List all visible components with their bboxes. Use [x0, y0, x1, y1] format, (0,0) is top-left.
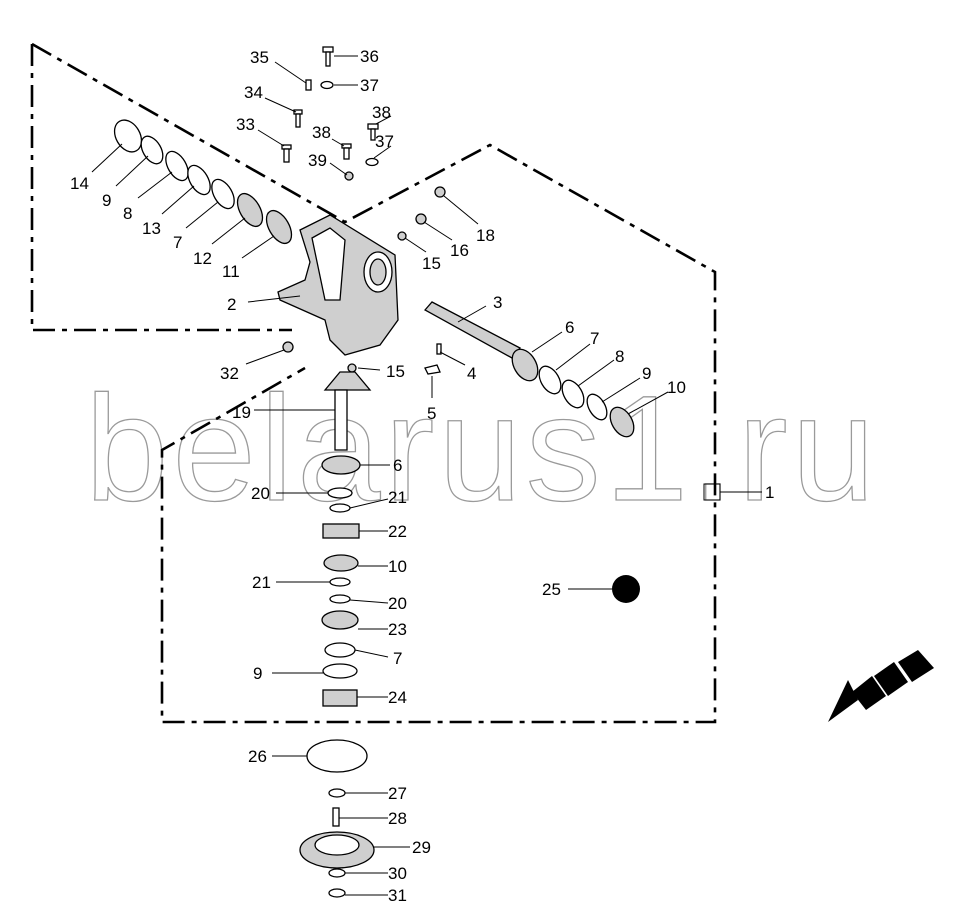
callout-c29: 29 [412, 838, 431, 857]
callout-c33: 33 [236, 115, 255, 134]
leader-line-c13 [161, 185, 195, 215]
leader-line-c34 [264, 97, 297, 113]
callout-c10a: 10 [667, 378, 686, 397]
callout-c10b: 10 [388, 557, 407, 576]
callout-c39: 39 [308, 151, 327, 170]
leader-line-c7a [185, 201, 219, 229]
callout-c21a: 21 [388, 488, 407, 507]
callout-c7a: 7 [173, 233, 182, 252]
callout-c9b: 9 [642, 364, 651, 383]
callout-c20a: 20 [251, 484, 270, 503]
gearbox-housing [277, 214, 399, 356]
leader-line-c35 [274, 61, 307, 84]
leader-line-c6a [531, 331, 563, 353]
leader-line-c4 [439, 351, 466, 366]
leader-line-c9a [115, 155, 149, 187]
leader-line-c37b [373, 145, 392, 159]
seal-part-25 [612, 575, 640, 603]
leader-lines [91, 55, 762, 896]
callout-c13: 13 [142, 219, 161, 238]
callout-c14: 14 [70, 174, 89, 193]
direction-arrow-icon [828, 650, 934, 722]
callout-c32: 32 [220, 364, 239, 383]
callout-c1: 1 [765, 483, 774, 502]
assembly-boundary-housing [30, 44, 292, 332]
callout-c35: 35 [250, 48, 269, 67]
leader-line-c7b [555, 343, 591, 371]
callout-c7b: 7 [590, 329, 599, 348]
callout-c26: 26 [248, 747, 267, 766]
watermark: belarus1.ru [85, 364, 875, 532]
callout-c5: 5 [427, 404, 436, 423]
leader-line-c2 [247, 295, 301, 303]
callout-c25: 25 [542, 580, 561, 599]
leader-line-c11 [241, 235, 275, 259]
callout-c4: 4 [467, 364, 476, 383]
parts-fasteners [281, 46, 446, 373]
callout-c22: 22 [388, 522, 407, 541]
leader-line-c9b [601, 377, 641, 403]
parts-left-rings [113, 119, 293, 245]
callout-c19: 19 [232, 403, 251, 422]
callout-c38b: 38 [312, 123, 331, 142]
leader-line-c20b [349, 599, 389, 604]
callout-c30: 30 [388, 864, 407, 883]
leader-line-c14 [91, 143, 123, 173]
callout-c11: 11 [222, 262, 240, 281]
leader-line-c8b [577, 359, 615, 387]
callout-c8a: 8 [123, 204, 132, 223]
callout-c9c: 9 [253, 664, 262, 683]
callout-c12: 12 [193, 249, 212, 268]
parts-right-shaft [423, 301, 635, 438]
leader-line-c3 [457, 305, 487, 323]
callout-c18: 18 [476, 226, 495, 245]
leader-line-c10a [627, 391, 669, 415]
callout-c37b: 37 [375, 132, 394, 151]
parts-vertical-stack [299, 371, 375, 898]
leader-line-c32 [245, 349, 285, 365]
callout-c20b: 20 [388, 594, 407, 613]
callout-c3: 3 [493, 293, 502, 312]
leader-line-c33 [257, 129, 285, 147]
leader-line-c16 [423, 221, 453, 241]
leader-line-c15a [404, 237, 427, 253]
callout-c27: 27 [388, 784, 407, 803]
leader-line-c38b [331, 138, 345, 147]
leader-line-c15b [357, 367, 381, 371]
callout-c21b: 21 [252, 573, 271, 592]
leader-line-c39 [329, 162, 348, 176]
callout-c37a: 37 [360, 76, 379, 95]
callout-c28: 28 [388, 809, 407, 828]
callout-c6b: 6 [393, 456, 402, 475]
leader-line-c12 [211, 217, 246, 245]
callout-c9a: 9 [102, 191, 111, 210]
callout-c6a: 6 [565, 318, 574, 337]
callout-c23: 23 [388, 620, 407, 639]
callout-c34: 34 [244, 83, 263, 102]
callout-c24: 24 [388, 688, 407, 707]
callout-c36: 36 [360, 47, 379, 66]
callout-c38a: 38 [372, 103, 391, 122]
leader-line-c18 [443, 195, 479, 225]
callout-c31: 31 [388, 886, 407, 905]
callout-c2: 2 [227, 295, 236, 314]
callout-c15b: 15 [386, 362, 405, 381]
leader-line-c38a [375, 115, 392, 125]
callout-c16: 16 [450, 241, 469, 260]
leader-line-c8a [137, 171, 173, 199]
callout-c15a: 15 [422, 254, 441, 273]
assembly-boundary-main [31, 42, 717, 724]
leader-line-c7c [354, 649, 389, 658]
callout-c8b: 8 [615, 347, 624, 366]
leader-line-c21a [349, 498, 389, 509]
callout-c7c: 7 [393, 649, 402, 668]
